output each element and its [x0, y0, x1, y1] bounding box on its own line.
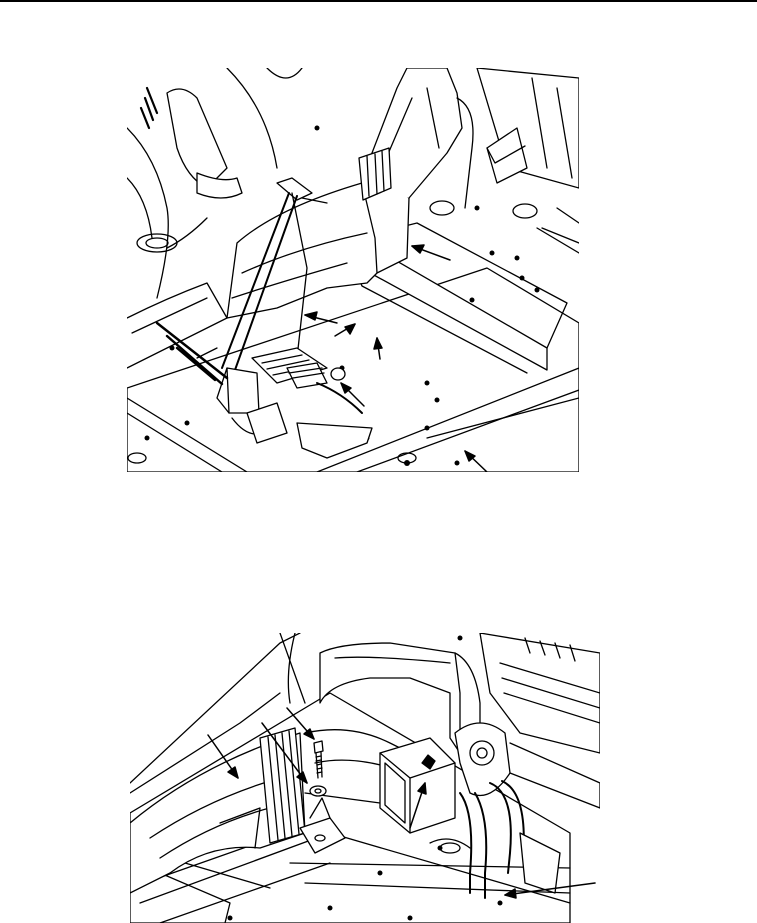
- header-rule: [0, 0, 757, 2]
- figure-2-drawing: [130, 633, 600, 923]
- figure-1-drawing: [127, 68, 579, 472]
- heater-unit: [380, 738, 455, 833]
- figure-1-illustration: [127, 68, 579, 472]
- callout-arrows: [208, 708, 595, 898]
- throttle-pedal: [232, 363, 362, 434]
- floor-holes: [227, 635, 503, 921]
- callout-arrows: [305, 245, 487, 472]
- figure-2-illustration: [130, 633, 600, 923]
- brake-pedal: [217, 348, 327, 413]
- heater-duct: [320, 643, 480, 753]
- pedal-linkage: [222, 178, 327, 370]
- duct-bellows: [359, 148, 391, 200]
- cap-screw: [314, 741, 323, 778]
- plug-cap: [331, 368, 345, 380]
- washer: [310, 786, 326, 796]
- mounting-bracket: [300, 798, 345, 853]
- left-vent: [167, 89, 227, 188]
